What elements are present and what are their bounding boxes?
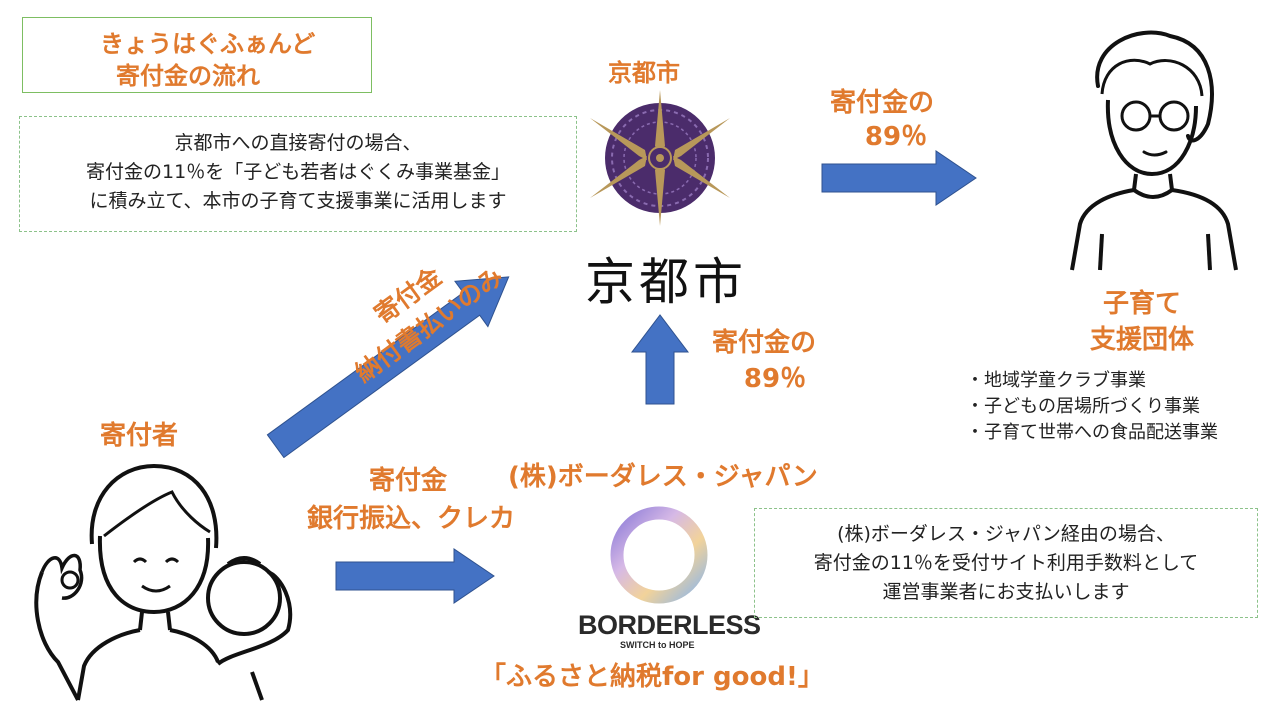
borderless-logo-tagline: SWITCH to HOPE — [620, 640, 695, 650]
title-line-1: きょうはぐふぁんど — [100, 30, 316, 58]
support-group-label: 子育て 支援団体 — [1090, 286, 1194, 358]
flow-label-borderless-to-kyoto: 寄付金の 89％ — [712, 325, 816, 397]
arrow-donor-to-borderless — [335, 548, 495, 604]
list-item: ・地域学童クラブ事業 — [966, 370, 1146, 391]
support-label-line: 支援団体 — [1090, 325, 1195, 355]
support-activities-list: ・地域学童クラブ事業 ・子どもの居場所づくり事業 ・子育て世帯への食品配送事業 — [966, 368, 1218, 446]
flow-text: 寄付金 — [368, 466, 447, 496]
note-line: に積み立て、本市の子育て支援事業に活用します — [89, 190, 507, 212]
support-person-icon — [1070, 30, 1238, 271]
note-line: 京都市への直接寄付の場合、 — [174, 132, 422, 154]
flow-text: 寄付金の — [712, 328, 817, 358]
flow-text: 寄付金の — [830, 88, 935, 118]
kyoto-city-name: 京都市 — [585, 253, 747, 311]
service-name: 「ふるさと納税for good!」 — [480, 662, 824, 692]
note-line: (株)ボーダレス・ジャパン経由の場合、 — [837, 523, 1175, 545]
note-line: 寄付金の11％を「子ども若者はぐくみ事業基金」 — [86, 161, 510, 183]
kyoto-city-emblem-icon — [590, 90, 730, 226]
title-box — [22, 17, 372, 93]
support-label-line: 子育て — [1103, 289, 1182, 319]
borderless-note: (株)ボーダレス・ジャパン経由の場合、 寄付金の11％を受付サイト利用手数料とし… — [754, 508, 1258, 618]
list-item: ・子育て世帯への食品配送事業 — [966, 422, 1218, 443]
note-line: 寄付金の11％を受付サイト利用手数料として — [813, 552, 1199, 574]
flow-text: 銀行振込、クレカ — [306, 504, 515, 534]
donor-person-icon — [34, 463, 293, 701]
borderless-label: (株)ボーダレス・ジャパン — [508, 462, 818, 492]
list-item: ・子どもの居場所づくり事業 — [966, 396, 1200, 417]
flow-text: 89％ — [743, 364, 807, 394]
kyoto-label: 京都市 — [608, 59, 680, 87]
donor-label: 寄付者 — [100, 421, 179, 451]
flow-text: 89％ — [864, 122, 928, 152]
borderless-ring-logo-icon — [610, 506, 708, 604]
arrow-kyoto-to-support — [821, 150, 977, 206]
arrow-borderless-to-kyoto — [630, 314, 690, 405]
kyoto-direct-note: 京都市への直接寄付の場合、 寄付金の11％を「子ども若者はぐくみ事業基金」 に積… — [19, 116, 577, 232]
note-line: 運営事業者にお支払いします — [882, 581, 1130, 603]
borderless-logo-word: BORDERLESS — [578, 610, 761, 640]
arrow-donor-to-kyoto — [266, 276, 510, 458]
flow-label-donor-to-borderless: 寄付金 銀行振込、クレカ — [286, 462, 536, 538]
page-title: 寄付金の流れ — [116, 62, 260, 90]
flow-label-kyoto-to-support: 寄付金の 89％ — [830, 86, 934, 154]
